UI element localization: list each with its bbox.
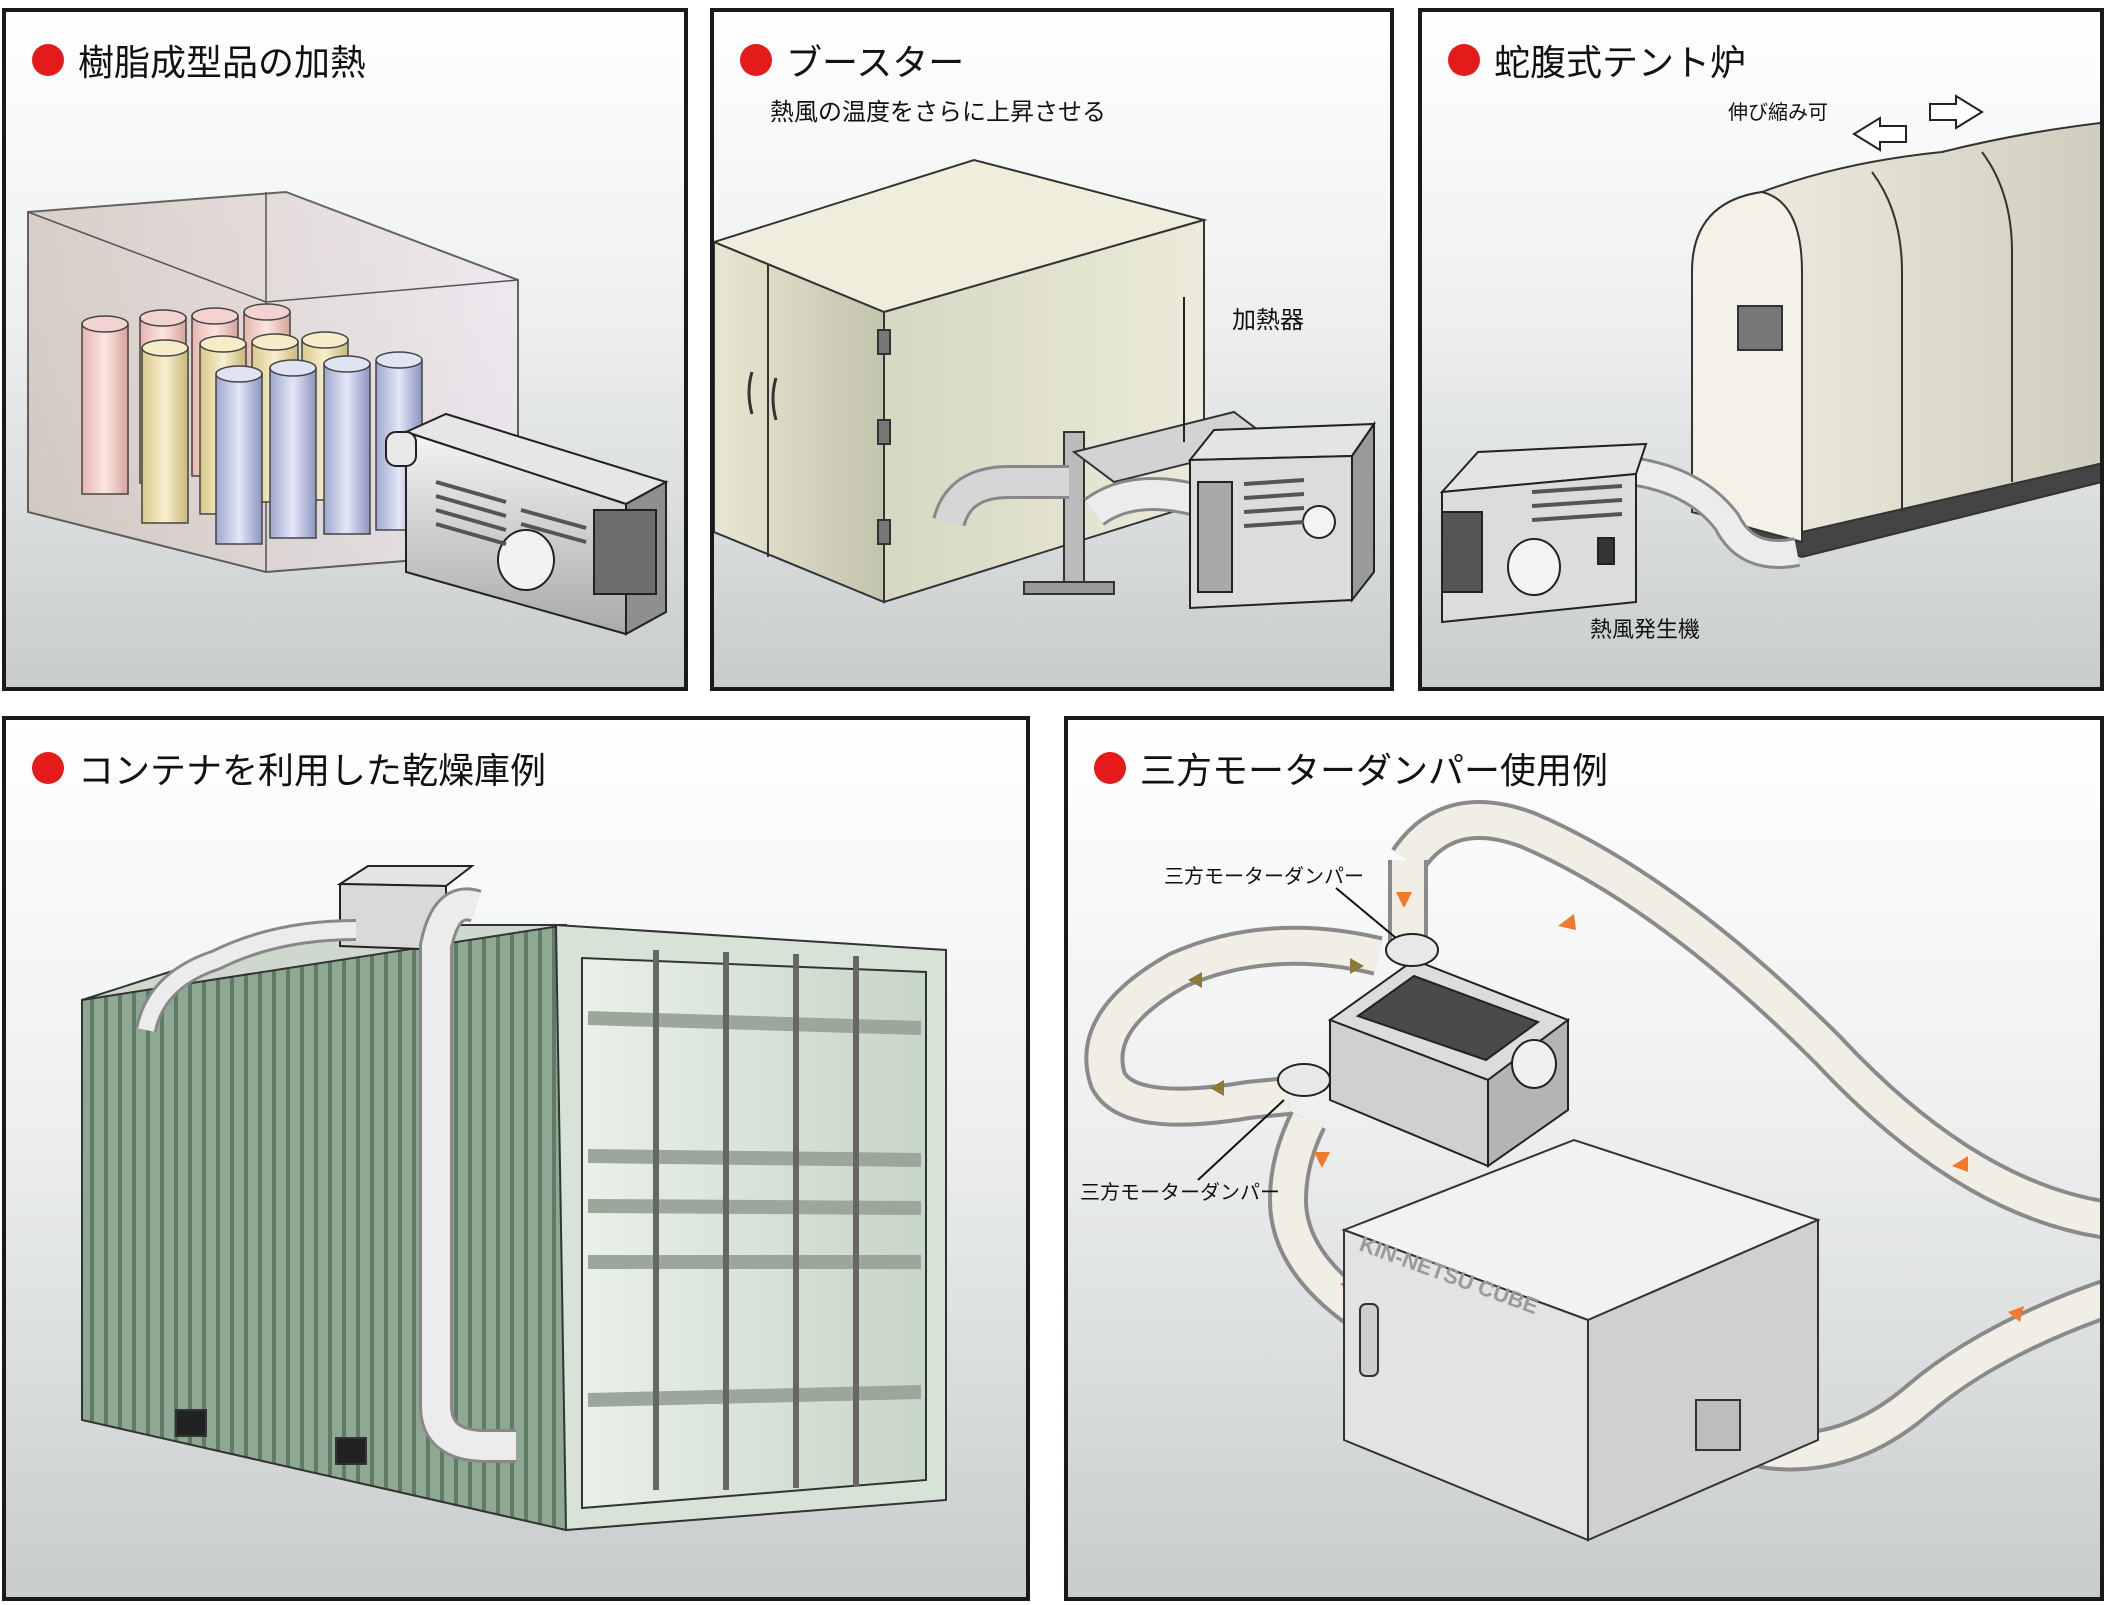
stretch-arrows-icon [1852,94,1984,152]
panel-damper-example: KIN-NETSU CUBE 三方モーターダンパー使用例 三方モーターダンパー … [1064,716,2104,1601]
booster-illustration [714,158,1376,610]
duct-arrows [1188,958,1364,1096]
hot-air-generator [1327,958,1571,1168]
damper-illustration: KIN-NETSU CUBE [1084,800,2100,1542]
panel-container-dryer: コンテナを利用した乾燥庫例 [2,716,1030,1601]
three-way-damper [1277,933,1439,1097]
heater-label: 加熱器 [1232,306,1304,334]
hot-air-generator [1439,442,1648,624]
panel-title: 三方モーターダンパー使用例 [1094,742,1608,794]
damper-label-top: 三方モーターダンパー [1164,864,1364,888]
booster-subtitle: 熱風の温度をさらに上昇させる [770,98,1106,126]
kin-netsu-cube [1341,1138,1821,1542]
callout-lines [1197,887,1397,1181]
panel-booster: ブースター 熱風の温度をさらに上昇させる 加熱器 [710,8,1394,691]
resin-cylinders [81,303,423,545]
bullet-dot-icon [740,44,772,76]
panel-title-text: ブースター [786,43,965,84]
panel-title: 蛇腹式テント炉 [1448,34,1746,86]
panel-title: 樹脂成型品の加熱 [32,34,366,86]
panel-tent-furnace: 蛇腹式テント炉 伸び縮み可 熱風発生機 [1418,8,2104,691]
panel-title: ブースター [740,34,964,86]
hot-air-generator [1187,420,1376,610]
bullet-dot-icon [1448,44,1480,76]
generator-label: 熱風発生機 [1590,618,1701,643]
panel-title-text: コンテナを利用した乾燥庫例 [78,751,547,792]
tent-furnace [1691,121,2100,559]
panel-title-text: 蛇腹式テント炉 [1494,43,1747,84]
bullet-dot-icon [32,44,64,76]
hot-air-generator [336,865,475,952]
drying-cabinet [714,158,1208,604]
panel-title-text: 樹脂成型品の加熱 [78,43,367,84]
resin-illustration [27,190,669,636]
duct-loop [1084,800,2100,1472]
panel-title: コンテナを利用した乾燥庫例 [32,742,546,794]
panel-title-text: 三方モーターダンパー使用例 [1140,751,1609,792]
damper-label-bottom: 三方モーターダンパー [1080,1180,1280,1204]
bullet-dot-icon [1094,752,1126,784]
hot-air-generator [385,412,669,636]
container-illustration [81,865,947,1532]
stretch-label: 伸び縮み可 [1728,100,1828,124]
panel-resin-heating: 樹脂成型品の加熱 [2,8,688,691]
bullet-dot-icon [32,752,64,784]
tent-illustration [1439,94,2100,624]
